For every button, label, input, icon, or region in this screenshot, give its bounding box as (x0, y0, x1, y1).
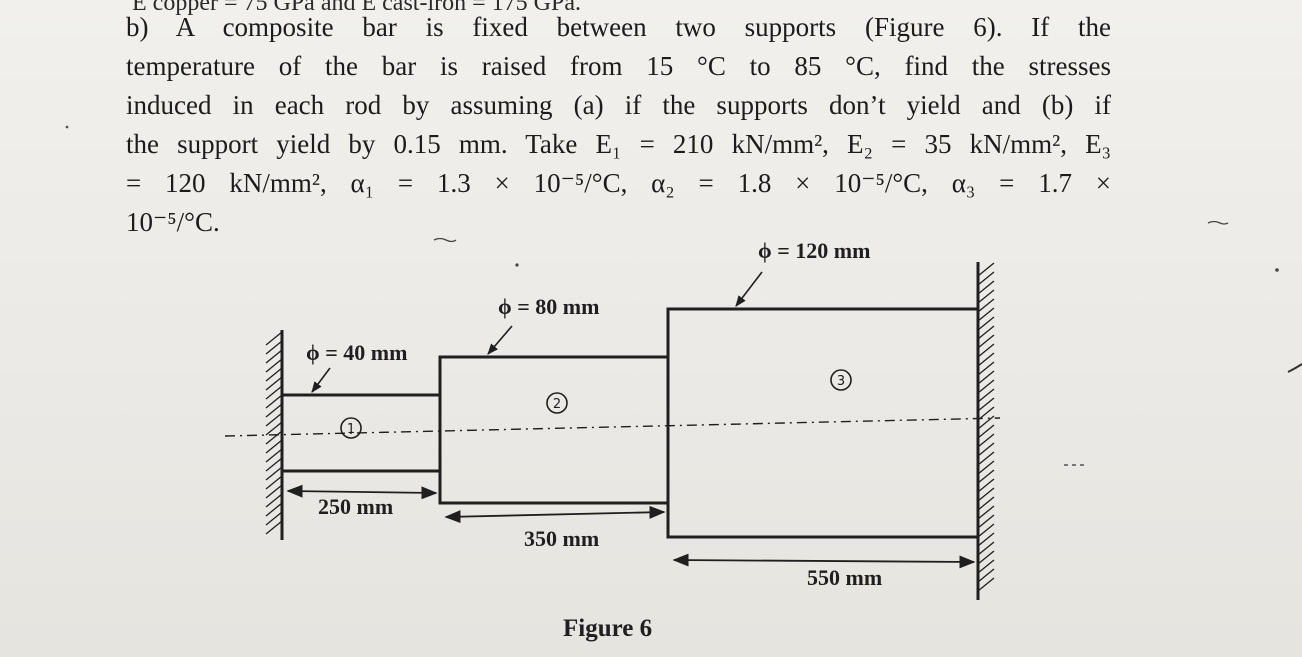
diameter-label-1: ϕ = 40 mm (306, 340, 407, 365)
segment-id-2: 2 (553, 397, 561, 412)
right-support-hatch-3 (977, 289, 995, 304)
right-support-hatch-29 (977, 523, 995, 538)
right-support-hatch-7 (977, 325, 995, 340)
left-support-hatch-9 (265, 412, 283, 427)
left-support-hatch-1 (265, 340, 283, 355)
problem-line-3: induced in each rod by assuming (a) if t… (126, 90, 1111, 120)
left-support-hatch-11 (265, 430, 283, 445)
stray-dot-3 (65, 125, 69, 129)
right-support-hatch-11 (977, 361, 995, 376)
right-support-hatch-10 (977, 352, 995, 367)
right-support-hatch-13 (977, 379, 995, 394)
stray-dot-2 (1275, 268, 1279, 272)
segment-id-1: 1 (347, 422, 355, 437)
length-label-3: 550 mm (807, 565, 882, 590)
left-support-hatch-18 (265, 493, 283, 508)
segment-marker-2: 2 (546, 392, 568, 414)
diameter-label-3: ϕ = 120 mm (758, 238, 870, 263)
right-support-hatch-28 (977, 514, 995, 529)
left-support-hatch-7 (265, 394, 283, 409)
left-support-hatch-3 (265, 358, 283, 373)
left-support-hatch-4 (265, 367, 283, 382)
right-support-hatch-19 (977, 433, 995, 448)
right-fixed-support (976, 262, 995, 600)
stray-dot-1 (515, 263, 519, 267)
segment-id-3: 3 (837, 374, 845, 389)
right-support-hatch-32 (977, 550, 995, 565)
right-support-hatch-2 (977, 280, 995, 295)
left-support-hatch-8 (265, 403, 283, 418)
left-support-hatch-10 (265, 421, 283, 436)
length-dimension-3 (672, 553, 976, 569)
problem-line-5: = 120 kN/mm², α₁ = 1.3 × 10⁻⁵/°C, α₂ = 1… (126, 168, 1111, 198)
stray-pen-mark-1 (433, 237, 457, 243)
problem-line-2: temperature of the bar is raised from 15… (126, 51, 1111, 81)
right-support-hatch-14 (977, 388, 995, 403)
right-support-hatch-15 (977, 397, 995, 412)
leader-arrow-2 (487, 325, 513, 355)
right-support-hatch-5 (977, 307, 995, 322)
stray-pen-mark-4 (1287, 363, 1302, 373)
length-dimension-1 (286, 484, 438, 500)
left-support-hatch-20 (265, 511, 283, 526)
left-support-hatch-14 (265, 457, 283, 472)
previous-question-fragment: E copper = 75 GPa and E cast-iron = 175 … (132, 0, 581, 16)
length-label-1: 250 mm (318, 494, 393, 519)
length-dimension-2 (444, 505, 666, 524)
right-support-hatch-18 (977, 424, 995, 439)
left-support-hatch-2 (265, 349, 283, 364)
right-support-hatch-26 (977, 496, 995, 511)
right-support-hatch-30 (977, 532, 995, 547)
length-label-2: 350 mm (524, 526, 599, 551)
left-support-hatch-0 (265, 331, 283, 346)
stray-pen-mark-2 (1207, 220, 1229, 225)
right-support-hatch-27 (977, 505, 995, 520)
left-support-hatch-5 (265, 376, 283, 391)
left-support-hatch-17 (265, 484, 283, 499)
right-support-hatch-17 (977, 415, 995, 430)
problem-statement: b) A composite bar is fixed between two … (126, 8, 1111, 242)
diameter-label-2: ϕ = 80 mm (498, 294, 599, 319)
leader-arrow-1 (311, 367, 331, 393)
right-support-hatch-21 (977, 451, 995, 466)
left-support-hatch-19 (265, 502, 283, 517)
right-support-hatch-1 (977, 271, 995, 286)
right-support-hatch-12 (977, 370, 995, 385)
left-support-hatch-13 (265, 448, 283, 463)
center-line (224, 417, 1001, 437)
segment-marker-3: 3 (830, 369, 852, 391)
right-support-hatch-31 (977, 541, 995, 556)
right-support-hatch-23 (977, 469, 995, 484)
right-support-hatch-34 (977, 568, 995, 583)
problem-line-1: b) A composite bar is fixed between two … (126, 12, 1111, 42)
figure-caption: Figure 6 (563, 615, 652, 642)
right-support-hatch-24 (977, 478, 995, 493)
left-support-hatch-15 (265, 466, 283, 481)
right-support-hatch-8 (977, 334, 995, 349)
right-support-hatch-35 (977, 577, 995, 592)
problem-line-6: 10⁻⁵/°C. (126, 207, 220, 237)
left-support-hatch-6 (265, 385, 283, 400)
right-support-hatch-25 (977, 487, 995, 502)
right-support-hatch-6 (977, 316, 995, 331)
bar-segment-3 (666, 307, 980, 539)
leader-arrow-3 (735, 271, 763, 307)
right-support-hatch-9 (977, 343, 995, 358)
right-support-hatch-33 (977, 559, 995, 574)
problem-line-4: the support yield by 0.15 mm. Take E₁ = … (126, 129, 1111, 159)
right-support-hatch-4 (977, 298, 995, 313)
right-support-hatch-22 (977, 460, 995, 475)
left-support-hatch-21 (265, 520, 283, 535)
right-support-hatch-20 (977, 442, 995, 457)
left-support-hatch-12 (265, 439, 283, 454)
segment-marker-1: 1 (340, 417, 362, 439)
right-support-hatch-0 (977, 262, 995, 277)
left-support-hatch-16 (265, 475, 283, 490)
